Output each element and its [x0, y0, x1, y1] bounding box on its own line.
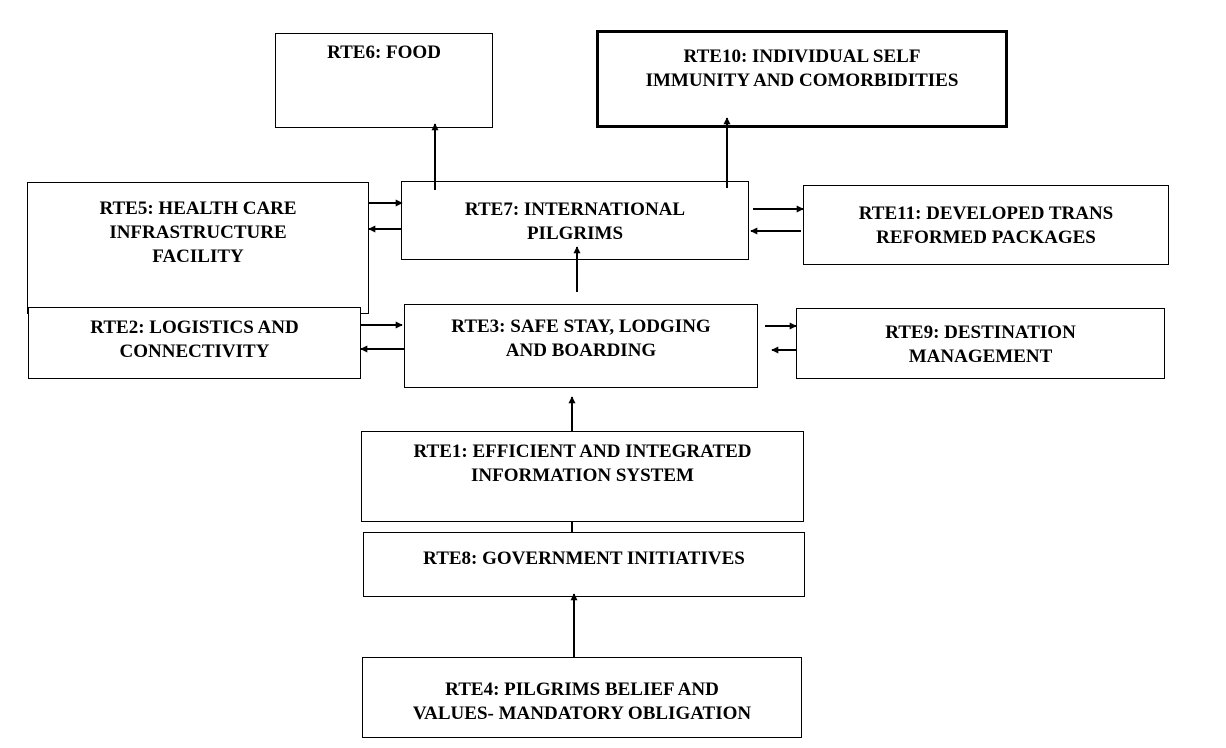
- node-rte5-line-1: RTE5: HEALTH CARE: [99, 198, 297, 219]
- node-rte9-line-2: MANAGEMENT: [908, 346, 1053, 367]
- node-rte5-line-3: FACILITY: [152, 246, 244, 267]
- node-rte3-safe-stay: RTE3: SAFE STAY, LODGING AND BOARDING: [404, 304, 758, 388]
- edge-layer: [360, 117, 804, 657]
- node-rte7-line-1: RTE7: INTERNATIONAL: [464, 199, 686, 220]
- node-rte2-line-2: CONNECTIVITY: [119, 341, 270, 362]
- node-rte6-food: RTE6: FOOD: [275, 33, 493, 128]
- node-rte4-line-2: VALUES- MANDATORY OBLIGATION: [412, 703, 752, 724]
- node-rte8-government: RTE8: GOVERNMENT INITIATIVES: [363, 532, 805, 597]
- node-rte11-line-2: REFORMED PACKAGES: [876, 227, 1096, 248]
- node-rte10-immunity: RTE10: INDIVIDUAL SELF IMMUNITY AND COMO…: [596, 30, 1008, 128]
- node-rte1-line-1: RTE1: EFFICIENT AND INTEGRATED: [413, 441, 752, 462]
- node-rte11-line-1: RTE11: DEVELOPED TRANS: [858, 203, 1114, 224]
- node-rte1-line-2: INFORMATION SYSTEM: [471, 465, 694, 486]
- node-rte2-logistics: RTE2: LOGISTICS AND CONNECTIVITY: [28, 307, 361, 379]
- node-rte2-line-1: RTE2: LOGISTICS AND: [90, 317, 299, 338]
- node-rte11-packages: RTE11: DEVELOPED TRANS REFORMED PACKAGES: [803, 185, 1169, 265]
- node-rte1-information-system: RTE1: EFFICIENT AND INTEGRATED INFORMATI…: [361, 431, 804, 522]
- node-rte9-destination: RTE9: DESTINATION MANAGEMENT: [796, 308, 1165, 379]
- node-rte10-line-1: RTE10: INDIVIDUAL SELF: [683, 46, 921, 67]
- node-rte4-line-1: RTE4: PILGRIMS BELIEF AND: [445, 679, 719, 700]
- node-rte8-line-1: RTE8: GOVERNMENT INITIATIVES: [423, 548, 745, 569]
- node-rte3-line-2: AND BOARDING: [505, 340, 657, 361]
- node-rte7-line-2: PILGRIMS: [526, 223, 624, 244]
- node-rte6-line-1: RTE6: FOOD: [327, 42, 441, 63]
- node-rte3-line-1: RTE3: SAFE STAY, LODGING: [451, 316, 711, 337]
- node-rte9-line-1: RTE9: DESTINATION: [885, 322, 1076, 343]
- node-rte5-line-2: INFRASTRUCTURE: [109, 222, 287, 243]
- node-rte4-beliefs: RTE4: PILGRIMS BELIEF AND VALUES- MANDAT…: [362, 657, 802, 738]
- node-rte10-line-2: IMMUNITY AND COMORBIDITIES: [645, 70, 959, 91]
